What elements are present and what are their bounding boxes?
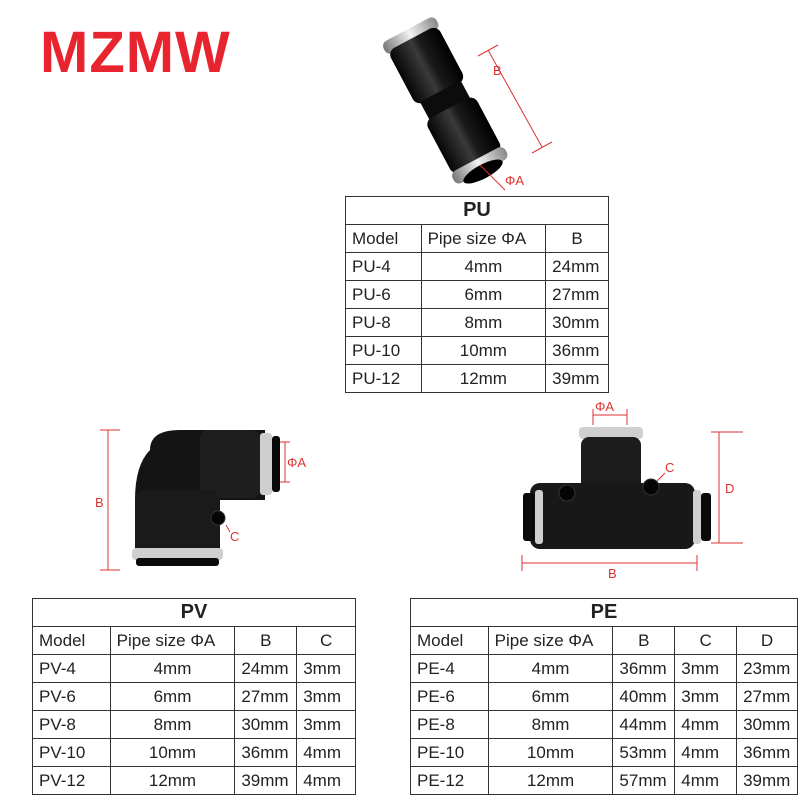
pu-table-title: PU xyxy=(345,196,609,225)
pe-dimension-b: B xyxy=(521,555,698,581)
pe-tee-fitting-image: ΦA C D B xyxy=(521,399,743,581)
pe-dimension-a: ΦA xyxy=(592,399,628,425)
pu-dimension-b: B xyxy=(477,44,553,154)
pe-label-d: D xyxy=(725,481,734,496)
pu-dimension-a: ΦA xyxy=(479,164,524,191)
pe-table-title: PE xyxy=(410,598,798,627)
pu-table-header: Model Pipe size ΦA B xyxy=(345,224,609,253)
pu-straight-fitting-image: B ΦA xyxy=(383,17,553,191)
pu-label-a: ΦA xyxy=(505,173,524,188)
pv-label-c: C xyxy=(230,529,239,544)
pe-table-header: Model Pipe size ΦA B C D xyxy=(410,626,798,655)
pv-table-title: PV xyxy=(32,598,356,627)
pu-label-b: B xyxy=(493,63,502,78)
pv-label-a: ΦA xyxy=(287,455,306,470)
pv-label-b: B xyxy=(95,495,104,510)
pv-table-header: Model Pipe size ΦA B C xyxy=(32,626,356,655)
pv-elbow-fitting-image: B C ΦA xyxy=(95,429,306,571)
brand-logo: MZMW xyxy=(40,20,231,85)
pe-label-c: C xyxy=(665,460,674,475)
pe-label-a: ΦA xyxy=(595,399,614,414)
pv-dimension-b: B xyxy=(95,429,120,571)
pe-dimension-d: D xyxy=(711,431,743,544)
pe-label-b: B xyxy=(608,566,617,581)
